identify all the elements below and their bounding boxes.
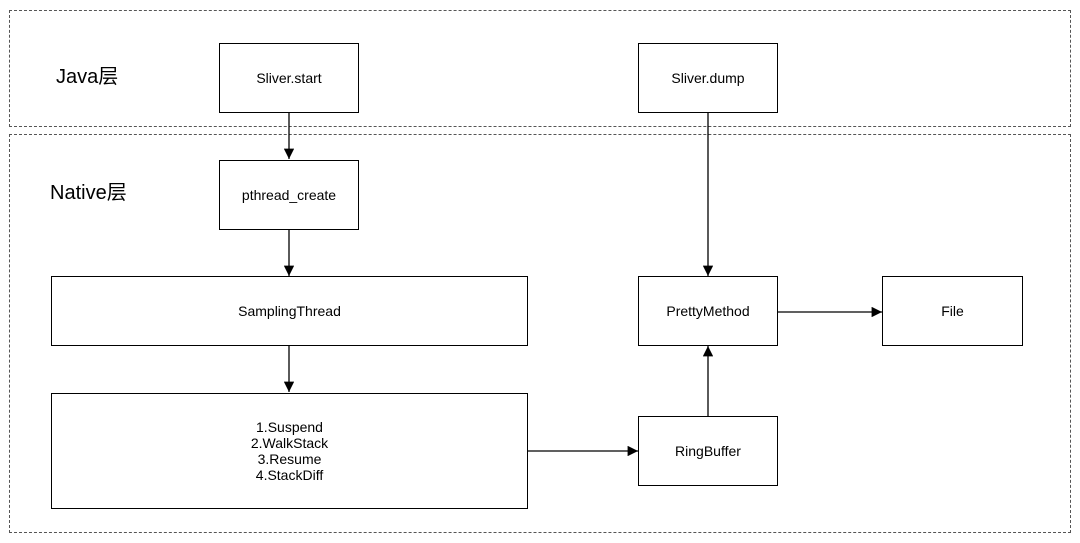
ring-buffer-node: RingBuffer — [638, 416, 778, 486]
step-resume: 3.Resume — [257, 451, 322, 467]
file-label: File — [941, 303, 964, 319]
java-layer-label: Java层 — [56, 66, 119, 88]
sliver-start-node: Sliver.start — [219, 43, 359, 113]
pthread-create-node: pthread_create — [219, 160, 359, 230]
ring-buffer-label: RingBuffer — [675, 443, 741, 459]
sliver-dump-node: Sliver.dump — [638, 43, 778, 113]
native-layer — [9, 134, 1071, 533]
sliver-start-label: Sliver.start — [256, 70, 322, 86]
pretty-method-node: PrettyMethod — [638, 276, 778, 346]
sampling-thread-label: SamplingThread — [238, 303, 341, 319]
pretty-method-label: PrettyMethod — [666, 303, 750, 319]
step-walkstack: 2.WalkStack — [250, 435, 329, 451]
pthread-create-label: pthread_create — [241, 187, 337, 203]
sampling-thread-node: SamplingThread — [51, 276, 528, 346]
sampling-steps-node: 1.Suspend 2.WalkStack 3.Resume 4.StackDi… — [51, 393, 528, 509]
step-stackdiff: 4.StackDiff — [255, 467, 324, 483]
java-layer — [9, 10, 1071, 127]
file-node: File — [882, 276, 1023, 346]
native-layer-label: Native层 — [50, 182, 127, 204]
sampling-steps-list: 1.Suspend 2.WalkStack 3.Resume 4.StackDi… — [251, 419, 328, 483]
sliver-dump-label: Sliver.dump — [671, 70, 745, 86]
step-suspend: 1.Suspend — [256, 419, 323, 435]
